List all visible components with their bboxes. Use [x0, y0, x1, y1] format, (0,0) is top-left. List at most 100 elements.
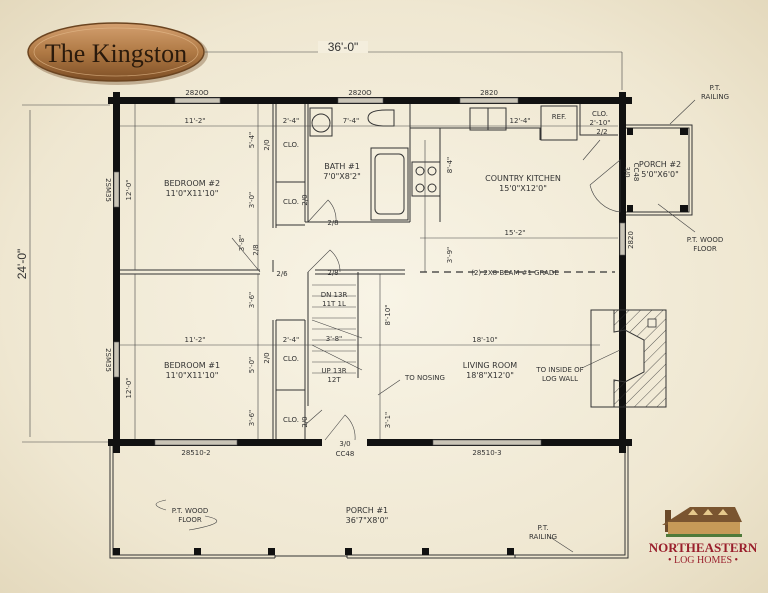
overall-dimensions: 36'-0" 24'-0"	[15, 40, 623, 443]
dimension: 12'-4"	[509, 117, 530, 125]
dimension: 2'-4"	[283, 336, 300, 344]
note: P.T.	[709, 84, 720, 92]
staircase: DN 13R 11T 1L UP 13R 12T 3'-8"	[311, 284, 363, 384]
dimension: 8'-10"	[384, 304, 392, 325]
doors: 2/8 2/8 2/8 2/6 2/0 2/0 2/0 2/0 3/0 CC48…	[231, 139, 640, 458]
ref-label: REF.	[552, 113, 566, 121]
window-label: 28510-2	[181, 449, 210, 457]
to-nosing-note: TO NOSING	[404, 374, 445, 382]
overall-depth: 24'-0"	[15, 249, 29, 280]
dimension: 12'-0"	[125, 179, 133, 200]
closet-label: CLO.	[283, 141, 299, 149]
door-label: 2/8	[327, 219, 338, 227]
title-plaque: The Kingston	[27, 22, 208, 85]
closet-label: CLO.	[592, 110, 608, 118]
room-name: PORCH #2	[639, 160, 681, 169]
door-label: 2/0	[301, 194, 309, 205]
kitchen-fixtures: REF. CLO. 2'-10" 2/2	[410, 104, 618, 222]
room-size: 11'0"X11'10"	[166, 371, 219, 380]
window-label: 28510-3	[472, 449, 501, 457]
dimension: 11'-2"	[184, 117, 205, 125]
exterior-walls: 2820O 2820O 2820 2SM35 2SM35 2820 28510-…	[104, 89, 635, 457]
room-size: 36'7"X8'0"	[346, 516, 389, 525]
dimension: 5'-0"	[248, 357, 256, 374]
door-label: 2/8	[252, 244, 260, 255]
logo-subtitle: • LOG HOMES •	[668, 555, 738, 566]
fireplace	[590, 309, 667, 408]
dimension: 3'-9"	[446, 247, 454, 264]
window-label: 2820	[480, 89, 498, 97]
window-label: 2SM35	[104, 178, 112, 202]
room-name: LIVING ROOM	[463, 361, 518, 370]
refrigerator-icon	[540, 105, 578, 141]
window-label: 2820O	[185, 89, 209, 97]
toilet-icon	[367, 109, 395, 127]
dimension: 7'-4"	[343, 117, 360, 125]
bathtub-icon	[370, 147, 409, 221]
beam-label: (2) 2X8 BEAM #1 GRADE	[471, 269, 559, 277]
dimension: 3'-6"	[248, 292, 256, 309]
room-size: 7'0"X8'2"	[323, 172, 361, 181]
note: FLOOR	[693, 245, 717, 253]
plan-title: The Kingston	[45, 39, 187, 68]
closet-label: CLO.	[283, 416, 299, 424]
note: LOG WALL	[542, 375, 578, 383]
room-name: BATH #1	[324, 162, 360, 171]
dimension: 2'-10"	[589, 119, 610, 127]
stove-icon	[411, 161, 441, 197]
stairs-down-tread: 11T 1L	[322, 300, 346, 308]
note: P.T. WOOD	[687, 236, 724, 244]
dimension: 3'-6"	[248, 410, 256, 427]
note: FLOOR	[178, 516, 202, 524]
sink-icon	[311, 113, 331, 133]
room-name: BEDROOM #2	[164, 179, 220, 188]
room-name: COUNTRY KITCHEN	[485, 174, 561, 183]
door-label: 2/8	[327, 269, 338, 277]
window-label: 2820O	[348, 89, 372, 97]
room-size: 11'0"X11'10"	[166, 189, 219, 198]
note: RAILING	[701, 93, 729, 101]
stairs-up-label: UP 13R	[321, 367, 346, 375]
overall-width: 36'-0"	[328, 40, 359, 54]
logo-name: NORTHEASTERN	[649, 540, 758, 555]
window-label: 2SM35	[104, 348, 112, 372]
bath-fixtures	[309, 107, 409, 221]
note: RAILING	[529, 533, 557, 541]
dimension: 3'-1"	[384, 412, 392, 429]
interior-walls: (2) 2X8 BEAM #1 GRADE	[120, 104, 615, 439]
window-label: 2820	[627, 231, 635, 249]
door-label: 2/6	[276, 270, 288, 278]
room-size: 5'0"X6'0"	[641, 170, 679, 179]
porch-1	[109, 446, 629, 559]
door-label: CC48	[336, 450, 355, 458]
dimension: 11'-2"	[184, 336, 205, 344]
dimension: 3'-8"	[238, 235, 246, 252]
closets: CLO. CLO. CLO. CLO.	[283, 141, 299, 424]
door-label: 2/0	[301, 416, 309, 427]
dimension: 3'-0"	[248, 192, 256, 209]
dimension: 12'-0"	[125, 377, 133, 398]
closet-label: CLO.	[283, 355, 299, 363]
note: P.T.	[537, 524, 548, 532]
room-name: PORCH #1	[346, 506, 388, 515]
stairs-up-tread: 12T	[327, 376, 341, 384]
room-name: BEDROOM #1	[164, 361, 220, 370]
note: P.T. WOOD	[172, 507, 209, 515]
door-label: CC48	[632, 163, 640, 182]
dimension: 8'-4"	[446, 157, 454, 174]
door-label: 2/0	[263, 352, 271, 363]
dimension: 2'-4"	[283, 117, 300, 125]
room-dimensions: 11'-2" 2'-4" 7'-4" 12'-4" 12'-0" 5'-4" 3…	[120, 104, 618, 439]
dimension: 15'-2"	[504, 229, 525, 237]
porch-2	[626, 124, 693, 216]
door-label: 3/0	[339, 440, 350, 448]
dimension: 3'-8"	[326, 335, 343, 343]
room-labels: BEDROOM #2 11'0"X11'10" BATH #1 7'0"X8'2…	[164, 160, 681, 525]
northeastern-log-homes-logo: NORTHEASTERN • LOG HOMES •	[649, 507, 758, 566]
dimension: 18'-10"	[472, 336, 497, 344]
room-size: 15'0"X12'0"	[499, 184, 547, 193]
annotations: TO NOSING TO INSIDE OF LOG WALL P.T. RAI…	[155, 84, 729, 553]
dimension: 5'-4"	[248, 132, 256, 149]
